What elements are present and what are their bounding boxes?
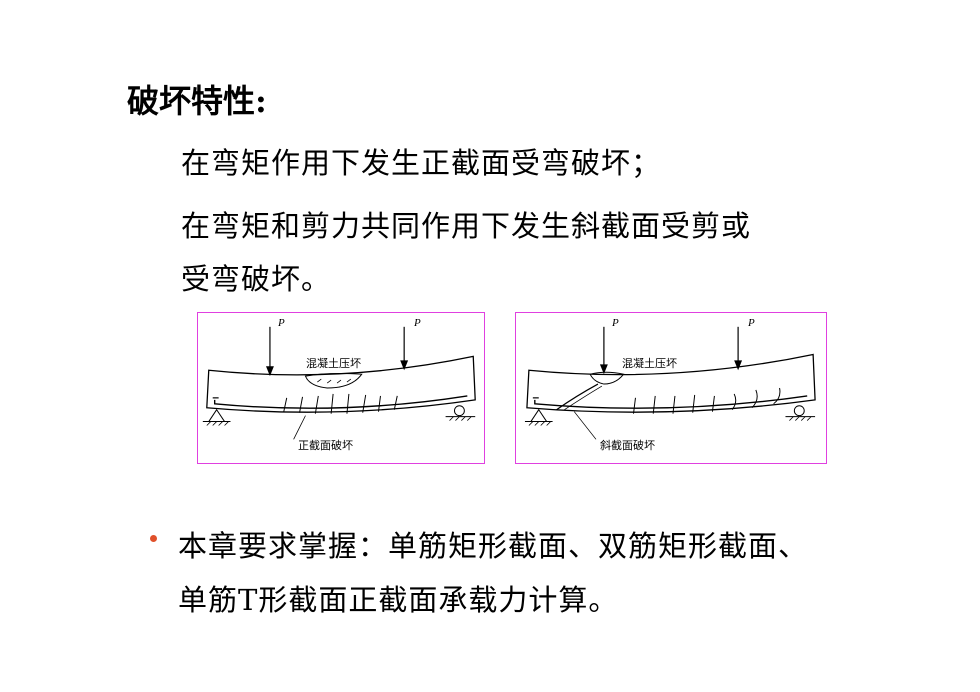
load-label-p1: P xyxy=(612,317,619,329)
beam-drawing-left xyxy=(202,326,476,440)
bullet-text-line-1: 本章要求掌握：单筋矩形截面、双筋矩形截面、 xyxy=(178,529,809,563)
concrete-crush-label: 混凝土压坏 xyxy=(622,357,677,370)
failure-type-label: 正截面破坏 xyxy=(298,439,353,452)
diagram-normal-section-failure: P P 混凝土压坏 正截面破坏 xyxy=(197,312,485,464)
load-label-p2: P xyxy=(414,317,421,329)
concrete-crush-label: 混凝土压坏 xyxy=(306,357,361,370)
bullet-dot-icon xyxy=(150,535,157,542)
text-line-2: 在弯矩和剪力共同作用下发生斜截面受剪或 xyxy=(181,209,752,243)
load-label-p1: P xyxy=(278,317,285,329)
beam-drawing-right xyxy=(524,326,816,440)
slide-title: 破坏特性: xyxy=(127,82,267,120)
text-line-3: 受弯破坏。 xyxy=(181,262,332,296)
failure-type-label: 斜截面破坏 xyxy=(600,439,655,452)
text-line-1: 在弯矩作用下发生正截面受弯破坏； xyxy=(181,146,662,180)
bullet-text-line-2: 单筋T形截面正截面承载力计算。 xyxy=(178,583,619,617)
load-label-p2: P xyxy=(748,317,755,329)
diagram-inclined-section-failure: P P 混凝土压坏 斜截面破坏 xyxy=(515,312,827,464)
